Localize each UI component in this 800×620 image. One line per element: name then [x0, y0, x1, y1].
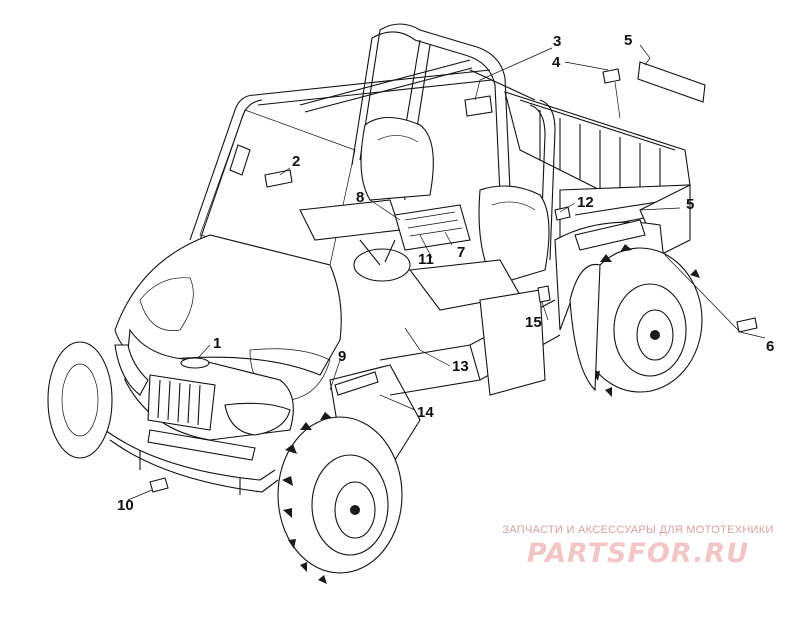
callout-13: 13	[452, 358, 469, 375]
decal-15	[537, 285, 551, 303]
decal-12	[554, 206, 571, 221]
callout-8: 8	[356, 189, 364, 206]
callout-6: 6	[766, 338, 774, 355]
callout-9: 9	[338, 348, 346, 365]
callout-2: 2	[292, 153, 300, 170]
front-left-wheel	[47, 341, 113, 459]
decal-4	[602, 68, 621, 84]
vehicle-illustration	[47, 23, 758, 584]
front-right-wheel	[277, 412, 403, 584]
leader-lines	[127, 44, 766, 501]
rear-right-wheel	[577, 244, 703, 397]
callout-4: 4	[552, 54, 561, 71]
decal-2	[264, 169, 293, 188]
callout-14: 14	[417, 404, 434, 421]
callout-10: 10	[117, 497, 134, 514]
decal-3	[464, 95, 493, 117]
hood-logo-decal	[180, 357, 210, 369]
roll-cage	[189, 23, 556, 263]
side-decal-9	[334, 371, 379, 396]
callout-1: 1	[213, 335, 221, 352]
watermark: ЗАПЧАСТИ И АКСЕССУАРЫ ДЛЯ МОТОТЕХНИКИ PA…	[478, 524, 798, 569]
callout-7: 7	[457, 244, 465, 261]
rear-left-wheel	[569, 263, 601, 392]
callout-5-side: 5	[686, 196, 694, 213]
decal-10	[149, 477, 169, 493]
front-grille	[147, 374, 216, 431]
watermark-tagline: ЗАПЧАСТИ И АКСЕССУАРЫ ДЛЯ МОТОТЕХНИКИ	[502, 524, 774, 536]
front-body	[114, 234, 421, 461]
center-console	[394, 204, 471, 251]
callout-labels: 1 2 3 4 5 5 6 7 8 9 10 11 12 13 14 15	[117, 32, 774, 514]
callout-3: 3	[553, 33, 561, 50]
callout-15: 15	[525, 314, 542, 331]
steering-wheel	[353, 248, 411, 282]
decal-5-rear	[637, 61, 706, 103]
callout-11: 11	[418, 251, 434, 268]
decal-6	[736, 317, 758, 333]
callout-5-top: 5	[624, 32, 632, 49]
callout-12: 12	[577, 194, 594, 211]
front-bumper	[104, 429, 279, 495]
watermark-logo: PARTSFOR.RU	[526, 538, 750, 569]
